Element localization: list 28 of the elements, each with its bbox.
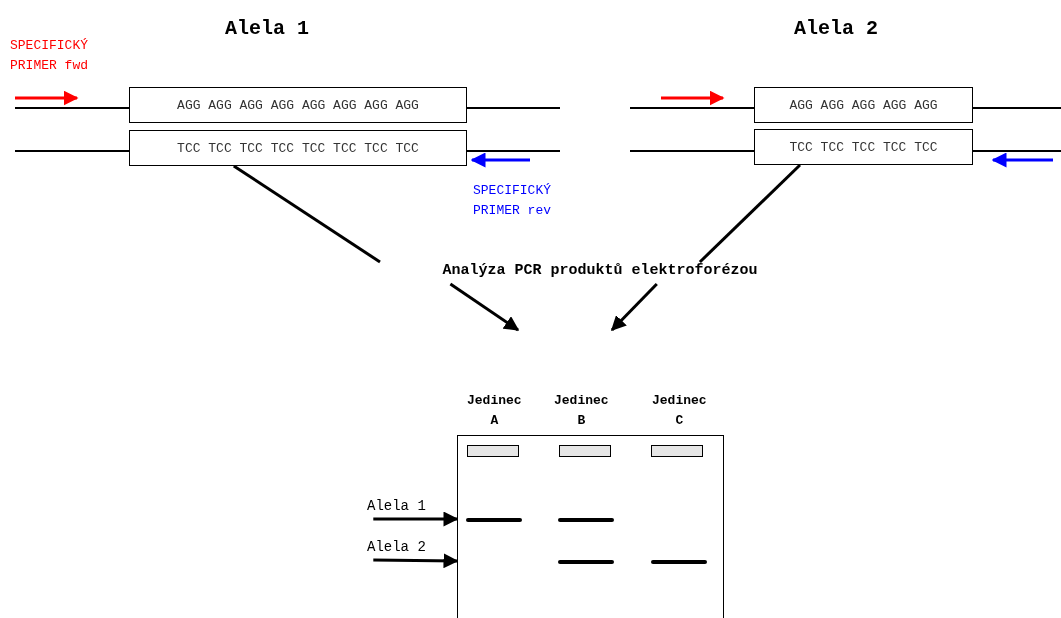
lane-label: Jedinec C [652, 392, 707, 430]
gel-well [467, 445, 519, 457]
connector-line [698, 163, 802, 264]
sequence-box: TCC TCC TCC TCC TCC TCC TCC TCC [129, 130, 467, 166]
lane-label: Jedinec B [554, 392, 609, 430]
arrow [373, 511, 459, 527]
gel-well [559, 445, 611, 457]
sequence-box: AGG AGG AGG AGG AGG [754, 87, 973, 123]
allele-label: Alela 2 [367, 539, 437, 563]
arrow [373, 553, 459, 569]
gel-band [558, 518, 614, 522]
heading: Alela 1 [225, 16, 309, 42]
gel-band [558, 560, 614, 564]
connector-line [232, 164, 381, 264]
heading: Alela 2 [794, 16, 878, 42]
process-label: Analýza PCR produktů elektroforézou [380, 262, 820, 284]
primer-label: SPECIFICKÝ PRIMER rev [473, 182, 551, 220]
gel-drawing [457, 435, 724, 618]
lane-label: Jedinec A [467, 392, 522, 430]
gel-band [651, 560, 707, 564]
primer-label: SPECIFICKÝ PRIMER fwd [10, 37, 88, 75]
arrow [610, 282, 658, 332]
gel-well [651, 445, 703, 457]
sequence-box: AGG AGG AGG AGG AGG AGG AGG AGG [129, 87, 467, 123]
sequence-box: TCC TCC TCC TCC TCC [754, 129, 973, 165]
arrow [449, 282, 520, 332]
allele-label: Alela 1 [367, 498, 437, 522]
gel-band [466, 518, 522, 522]
